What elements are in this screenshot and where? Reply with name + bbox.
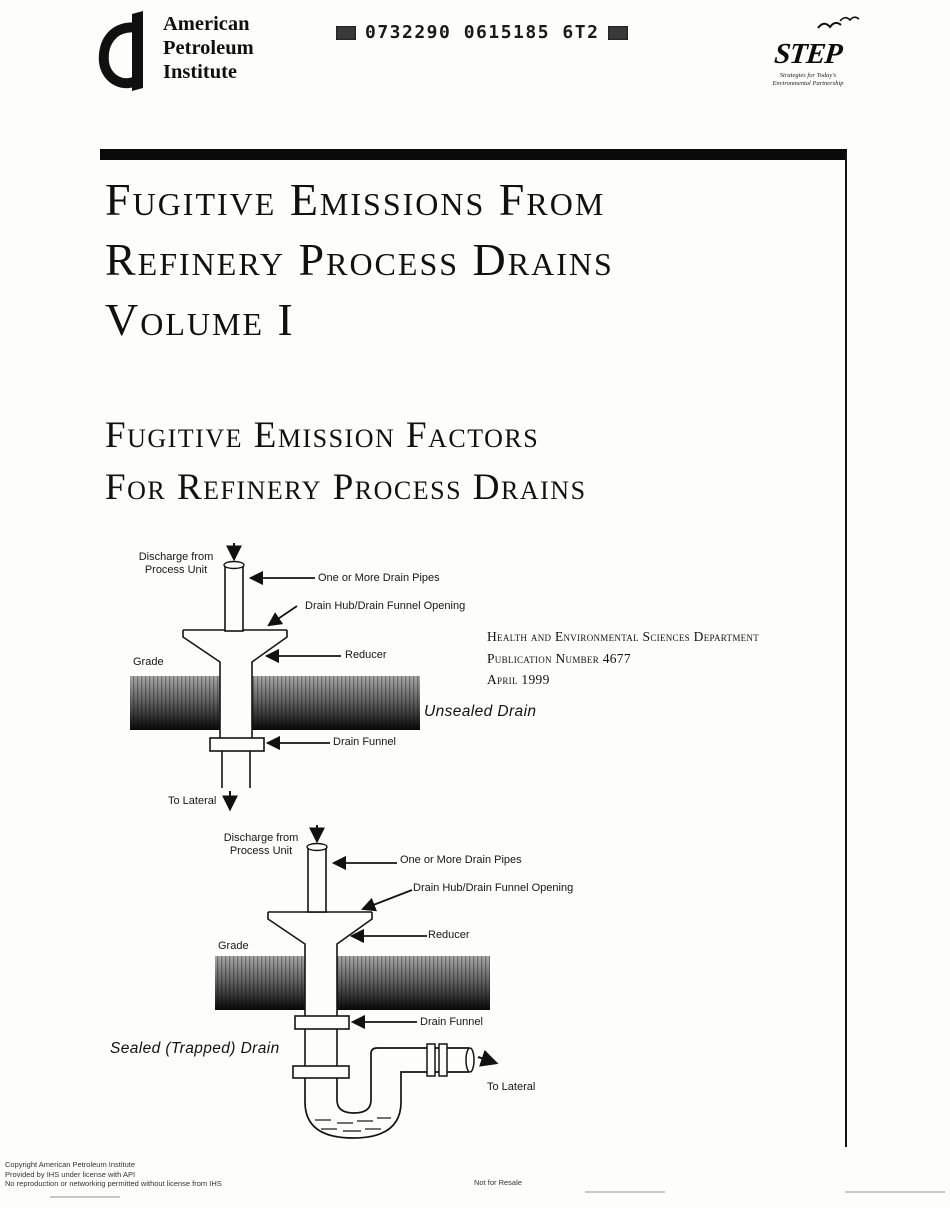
subtitle-line-2: For Refinery Process Drains (105, 467, 587, 508)
publication-date-line: April 1999 (487, 672, 550, 687)
hub-opening-arrow-icon (360, 889, 413, 912)
drain-pipe (307, 846, 327, 913)
flange-upper (294, 1015, 350, 1030)
title-divider-bar (100, 149, 847, 160)
caption-sealed-trapped-drain: Sealed (Trapped) Drain (110, 1040, 280, 1057)
title-line-2: Refinery Process Drains (105, 234, 614, 285)
label-reducer: Reducer (428, 929, 470, 941)
grade-band-hatch (215, 956, 490, 1010)
label-to-lateral: To Lateral (487, 1081, 536, 1093)
drain-funnel-body (183, 630, 287, 738)
drain-pipe (224, 564, 244, 632)
caption-unsealed-drain: Unsealed Drain (424, 703, 537, 720)
trap-water-dashes (315, 1117, 391, 1132)
scan-artifact-line (50, 1196, 120, 1198)
label-grade: Grade (133, 656, 164, 668)
label-reducer: Reducer (345, 649, 387, 661)
label-drain-funnel: Drain Funnel (333, 736, 396, 748)
scan-artifact-block-right (608, 25, 629, 40)
report-subtitle: Fugitive Emission Factors For Refinery P… (105, 410, 587, 514)
org-name: American Petroleum Institute (163, 13, 254, 83)
lower-pipe (221, 751, 251, 788)
publication-info: Health and Environmental Sciences Depart… (487, 626, 759, 691)
label-discharge-from-process-unit: Discharge from Process Unit (223, 832, 299, 857)
outlet-flange-2 (438, 1043, 448, 1077)
scan-artifact-block-left (336, 25, 356, 40)
outlet-end-cap (465, 1047, 475, 1073)
publication-number-line: Publication Number 4677 (487, 650, 631, 666)
lower-pipe (304, 1029, 338, 1066)
drain-pipe-collar (306, 842, 328, 852)
trap-inner-wall (336, 1047, 469, 1114)
page-right-border (845, 151, 847, 1147)
label-one-or-more-drain-pipes: One or More Drain Pipes (400, 854, 522, 866)
scan-artifact-line (845, 1191, 945, 1193)
step-tagline: Strategies for Today's Environmental Par… (772, 72, 844, 87)
outlet-flange-1 (426, 1043, 436, 1077)
hub-opening-arrow-icon (267, 605, 298, 627)
title-line-3: Volume I (105, 294, 295, 345)
grade-band-hatch (130, 676, 420, 730)
label-drain-funnel: Drain Funnel (420, 1016, 483, 1028)
label-to-lateral: To Lateral (168, 795, 217, 807)
scan-artifact-line (585, 1191, 665, 1193)
barcode-text: 0732290 0615185 6T2 (365, 22, 600, 43)
to-lateral-arrow-icon (477, 1049, 499, 1067)
copyright-notice: Copyright American Petroleum Institute P… (5, 1160, 222, 1188)
department-line: Health and Environmental Sciences Depart… (487, 629, 760, 644)
label-discharge-from-process-unit: Discharge from Process Unit (138, 551, 214, 576)
label-one-or-more-drain-pipes: One or More Drain Pipes (318, 572, 440, 584)
step-logo: STEP Strategies for Today's Environmenta… (756, 14, 860, 87)
flange (209, 737, 265, 752)
label-drain-hub-funnel-opening: Drain Hub/Drain Funnel Opening (305, 600, 466, 612)
label-drain-hub-funnel-opening: Drain Hub/Drain Funnel Opening (413, 882, 574, 894)
label-grade: Grade (218, 940, 249, 952)
not-for-resale-notice: Not for Resale (474, 1178, 522, 1187)
unsealed-drain-diagram (130, 543, 420, 812)
barcode-row: 0732290 0615185 6T2 (336, 22, 629, 43)
sealed-drain-diagram (215, 825, 499, 1139)
title-line-1: Fugitive Emissions From (105, 174, 606, 225)
drain-pipe-collar (223, 560, 245, 570)
flange-lower (292, 1065, 350, 1079)
step-wordmark: STEP (772, 38, 844, 70)
subtitle-line-1: Fugitive Emission Factors (105, 415, 540, 456)
step-birds-icon (817, 16, 860, 29)
trap-outer-wall (304, 1071, 469, 1139)
drain-funnel-body (268, 912, 372, 1016)
api-logo-icon (98, 11, 144, 91)
report-title: Fugitive Emissions From Refinery Process… (105, 170, 614, 350)
